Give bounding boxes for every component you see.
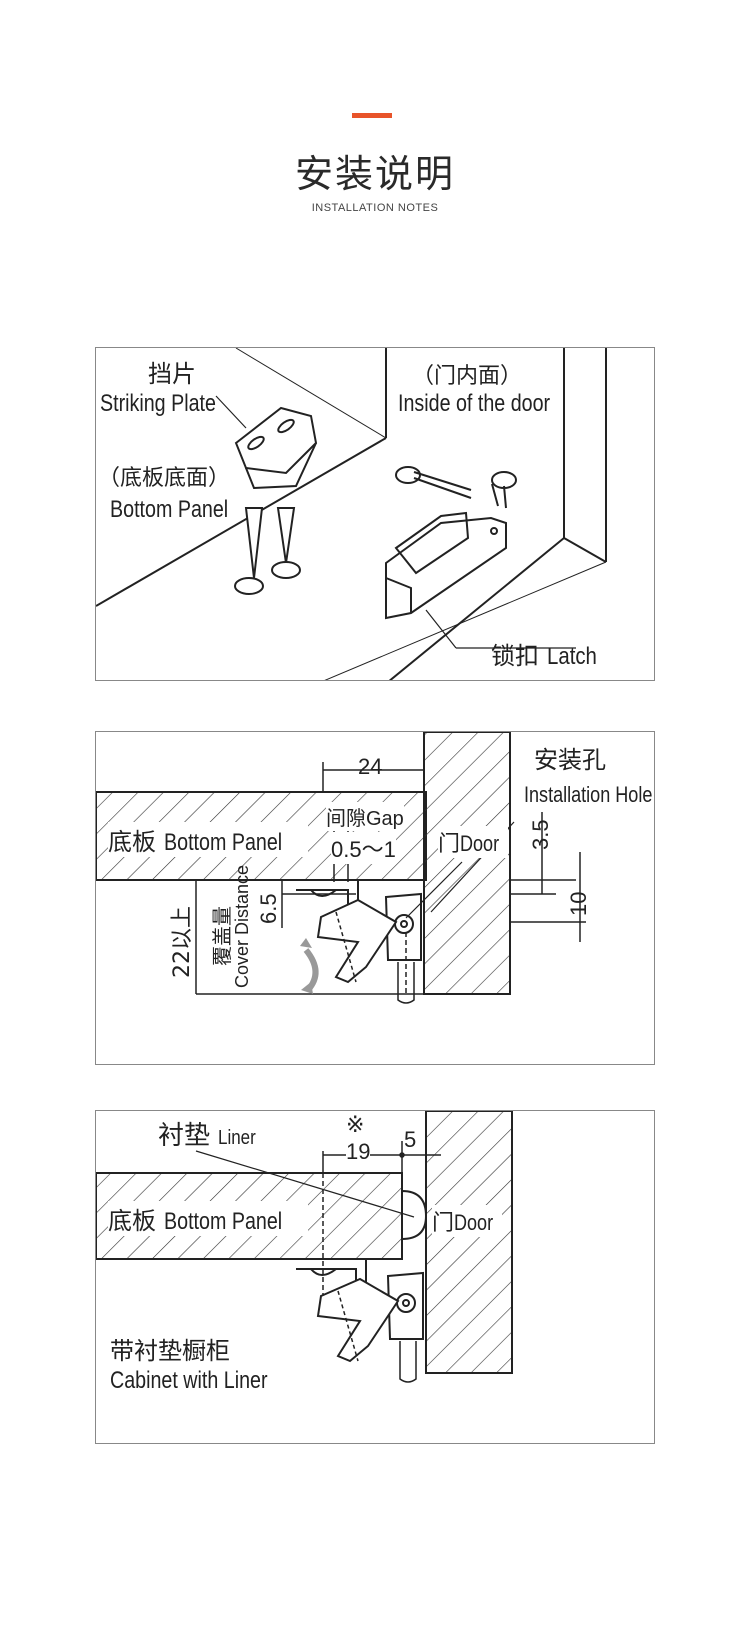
door-label: 门Door (432, 1205, 502, 1237)
page-subtitle: INSTALLATION NOTES (311, 202, 439, 214)
bottom-panel-cn-label: 底板 (108, 1207, 156, 1235)
dim-22-label: 22以上 (170, 906, 195, 978)
title-accent-bar (352, 113, 392, 118)
striking-plate-en-label: Striking Plate (100, 390, 216, 417)
bottom-panel-cn-label: （底板底面） (98, 466, 231, 491)
latch-en-label: Latch (546, 643, 597, 670)
bottom-panel-en-label: Bottom Panel (163, 1208, 282, 1235)
liner-en-label: Liner (218, 1127, 257, 1149)
dim-24-label: 24 (358, 754, 383, 779)
liner-cn-label: 衬垫 (158, 1121, 211, 1151)
door-en-label: Door (460, 831, 500, 856)
dim-6-5-label: 6.5 (256, 893, 281, 924)
door-label: 门Door (438, 826, 508, 858)
gap-label: 间隙Gap (326, 802, 404, 831)
bottom-panel-en-label: Bottom Panel (163, 829, 282, 856)
cover-distance-cn-label: 覆盖量 (210, 906, 234, 966)
dim-10-label: 10 (566, 891, 591, 916)
cabinet-cn-label: 带衬垫橱柜 (110, 1337, 230, 1365)
latch-label: 锁扣 Latch (491, 636, 605, 671)
dim-3-5-label: 3.5 (528, 819, 553, 850)
bottom-panel-en-label: Bottom Panel (110, 496, 229, 523)
installation-hole-cn-label: 安装孔 (534, 746, 606, 774)
bottom-panel-label: 底板 Bottom Panel (108, 822, 308, 857)
panel-cabinet-with-liner: 衬垫 Liner ※ 19 5 底板 Bottom Panel 门Door 带衬… (95, 1110, 655, 1444)
bottom-panel-label: 底板 Bottom Panel (108, 1201, 308, 1236)
door-inside-cn-label: （门内面） (412, 364, 523, 389)
door-cn-label: 门 (438, 832, 461, 857)
reference-mark: ※ (346, 1113, 365, 1138)
latch-cn-label: 锁扣 (491, 642, 539, 670)
panel-cover-distance: 24 安装孔 Installation Hole 底板 Bottom Panel… (95, 731, 655, 1065)
bottom-panel-cn-label: 底板 (108, 828, 156, 856)
page-title: 安装说明 (294, 152, 455, 196)
gap-en-label: Gap (366, 808, 404, 830)
door-en-label: Door (454, 1210, 494, 1235)
door-inside-en-label: Inside of the door (398, 390, 551, 417)
cover-distance-en-label: Cover Distance (232, 864, 252, 988)
liner-label: 衬垫 Liner (158, 1115, 263, 1152)
gap-cn-label: 间隙 (326, 806, 366, 830)
panel-installation-overview: 挡片 Striking Plate （底板底面） Bottom Panel （门… (95, 347, 655, 681)
striking-plate-cn-label: 挡片 (148, 360, 196, 388)
dim-19-label: 19 (346, 1139, 371, 1165)
door-cn-label: 门 (432, 1211, 455, 1236)
overview-illustration (96, 348, 607, 680)
dim-5-label: 5 (404, 1127, 417, 1152)
cabinet-en-label: Cabinet with Liner (110, 1367, 268, 1394)
gap-value-label: 0.5～1 (331, 832, 396, 864)
installation-hole-en-label: Installation Hole (524, 782, 653, 807)
